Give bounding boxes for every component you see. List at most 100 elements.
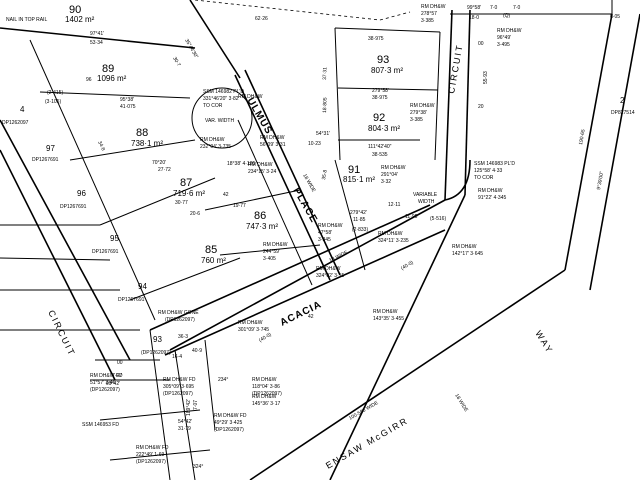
annotation: RM DH&W [378,231,403,237]
dp-lot-plan: DP1267691 [118,297,145,303]
dimension: 19·77 [233,203,246,209]
dimension: (40·0) [258,332,273,344]
annotation: (DP1262097) [163,391,193,397]
lot-number: 88 [136,127,148,139]
dimension: 324° [193,464,203,470]
dimension: 111°42'40" [368,144,392,150]
annotation: 301°09' 3·745 [238,327,269,333]
dimension: 42 [308,314,314,320]
annotation: RM DH&W [252,394,277,400]
annotation: 51°57' 3·46 [90,380,116,386]
annotation: RM DH&W [373,309,398,315]
dp-lot-number: 2 [620,96,625,105]
dimension: 27·72 [158,167,171,173]
annotation: RM DH&W [263,242,288,248]
dimension: 42 [223,192,229,198]
annotation: 3·385 [410,117,423,123]
dimension: (2·415) [47,90,63,96]
dimension: 97°41' [90,31,104,37]
annotation: 3·345 [318,237,331,243]
annotation: RM DH&W FD [214,413,247,419]
dimension: 279°42' [350,210,367,216]
annotation: (DP1262097) [136,459,166,465]
annotation: RM DH&W [260,135,285,141]
annotation: RM DH&W [497,28,522,34]
dp-lot-number: 4 [20,105,25,114]
annotation: 49°29' 3·425 [214,420,242,426]
annotation: 18 WIDE [328,249,349,263]
annotation: 18 WIDE [453,393,469,414]
dp-lot-plan: DP827514 [611,110,635,116]
dimension: 70°20' [152,160,166,166]
annotation: 234°15' 3·24 [248,169,276,175]
annotation: 3·495 [497,42,510,48]
annotation: (DP1262097) [165,317,195,323]
annotation: 279°38' [410,110,427,116]
dimension: 18·805 [322,97,329,113]
dimension: 7·07 [112,373,122,379]
annotation: RM DH&W [421,4,446,10]
dimensions: 97°41' 53·34 62·26 35°44'30" 30·7 95°38'… [45,5,620,470]
dimension: 41·075 [120,104,136,110]
dimension: 189°42' [186,399,192,416]
dimension: 99°42' [106,381,120,387]
annotation: 331°46'20" 3·82 [203,96,239,102]
annotation: RM DH&W GONE [158,310,199,316]
dimension: 34·8 [96,140,106,152]
annotation: 142°17' 3·645 [452,251,483,257]
road-mcgirr: ENSAW McGIRR [324,415,410,470]
annotation: 278°57 [421,11,437,17]
annotation: VARIABLE [413,192,438,198]
lot-number: 90 [69,4,81,16]
dimension: 95°38' [120,97,134,103]
road-circuit-left: CIRCUIT [46,308,77,358]
annotation: 291°04' [381,172,398,178]
annotation: 3·32 [381,179,391,185]
dimension: 37·31 [322,67,328,80]
dimension: 36·3 [178,334,188,340]
annotation: RM DH&W [252,377,277,383]
dimension: (40·0) [400,260,415,272]
annotation: 222°49' 1·69 [136,452,164,458]
dimension: 00 [478,41,484,47]
lot-area: 1402 m² [65,15,95,24]
dp-lot-number: 96 [77,189,86,198]
lot-area: 815·1 m² [343,175,375,184]
dimension: 279°58' [372,88,389,94]
lot-number: 92 [373,112,385,124]
annotation: SSM 146982 PL'D [203,89,244,95]
lot-area: 807·3 m² [371,66,403,75]
annotation: RM DH&W [316,266,341,272]
dimension: 11·95 [405,214,418,220]
annotation: RM DH&W [410,103,435,109]
existing-lots: 4 DP1262097 97 DP1267691 96 DP1267691 95… [2,96,635,356]
dp-lot-plan: (DP1262097) [141,350,171,356]
dimension: 190·65 [578,129,587,146]
annotation: RM DH&W [200,137,225,143]
annotation: 3·405 [263,256,276,262]
dimension: (Q) [503,13,511,19]
annotation: VAR. WIDTH [205,118,234,124]
annotation: RM DH&W [318,223,343,229]
dimension: 40·9 [192,348,202,354]
dimension: 38·975 [372,95,388,101]
dimension: 96 [86,77,92,83]
dimension: 16·4 [172,354,182,360]
dimension: (5·516) [430,216,446,222]
road-acacia: ACACIA [278,299,323,329]
lot-area: 760 m² [201,256,226,265]
annotation: (DP1262097) [90,387,120,393]
dimension: 7·07 [193,400,199,410]
survey-annotations: NAIL IN TOP RAIL SSM 146982 PL'D 331°46'… [6,4,522,465]
annotation: RM DH&W FD [90,373,123,379]
annotation: RM DH&W [452,244,477,250]
annotation: 125°58' 4·33 [474,168,502,174]
dimension: 18·0 [469,15,479,21]
dimension: 54°31' [316,131,330,137]
annotation: WIDTH [418,199,435,205]
dimension: 53·34 [90,40,103,46]
dimension: 30·7 [171,56,181,68]
dimension: 7·0 [513,5,520,11]
annotation: 18°38' 4·185 [227,161,255,167]
